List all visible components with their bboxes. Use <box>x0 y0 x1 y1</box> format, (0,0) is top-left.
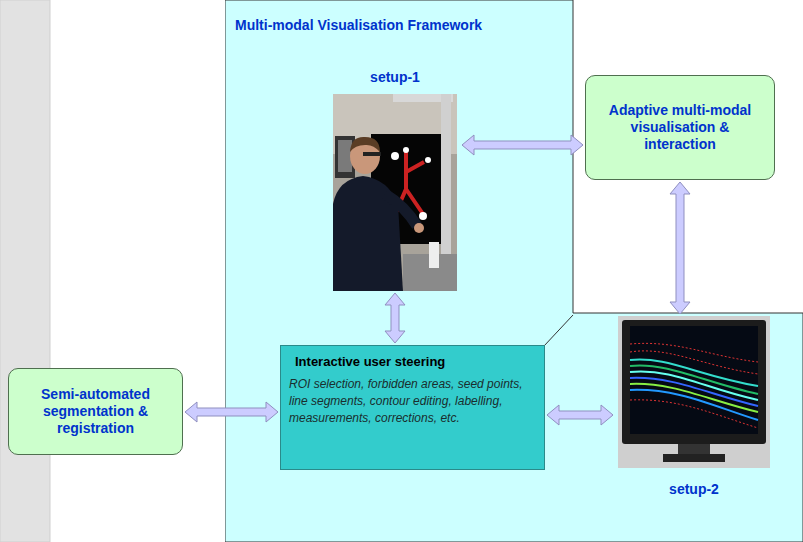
side-strip-fill <box>0 0 50 542</box>
double-arrow <box>462 135 583 155</box>
box-label: Semi-automated segmentation & registrati… <box>17 386 174 437</box>
steering-box: Interactive user steeringROI selection, … <box>280 345 545 470</box>
box-label: Adaptive multi-modal visualisation & int… <box>594 102 766 153</box>
region-title: Multi-modal Visualisation Framework <box>235 17 803 33</box>
setup-photo <box>618 316 770 468</box>
double-arrow <box>185 402 278 422</box>
setup-photo-box: setup-1 <box>330 68 460 291</box>
box-heading: Interactive user steering <box>295 354 538 370</box>
double-arrow <box>547 405 613 425</box>
setup-photo <box>333 94 457 291</box>
double-arrow <box>385 293 405 343</box>
box-body: ROI selection, forbidden areas, seed poi… <box>287 376 538 427</box>
process-box: Semi-automated segmentation & registrati… <box>8 368 183 455</box>
setup-photo-box: setup-2 <box>615 316 773 498</box>
photo-heading: setup-1 <box>370 68 420 86</box>
double-arrow <box>670 182 690 314</box>
photo-heading: setup-2 <box>669 480 719 498</box>
process-box: Adaptive multi-modal visualisation & int… <box>585 75 775 180</box>
